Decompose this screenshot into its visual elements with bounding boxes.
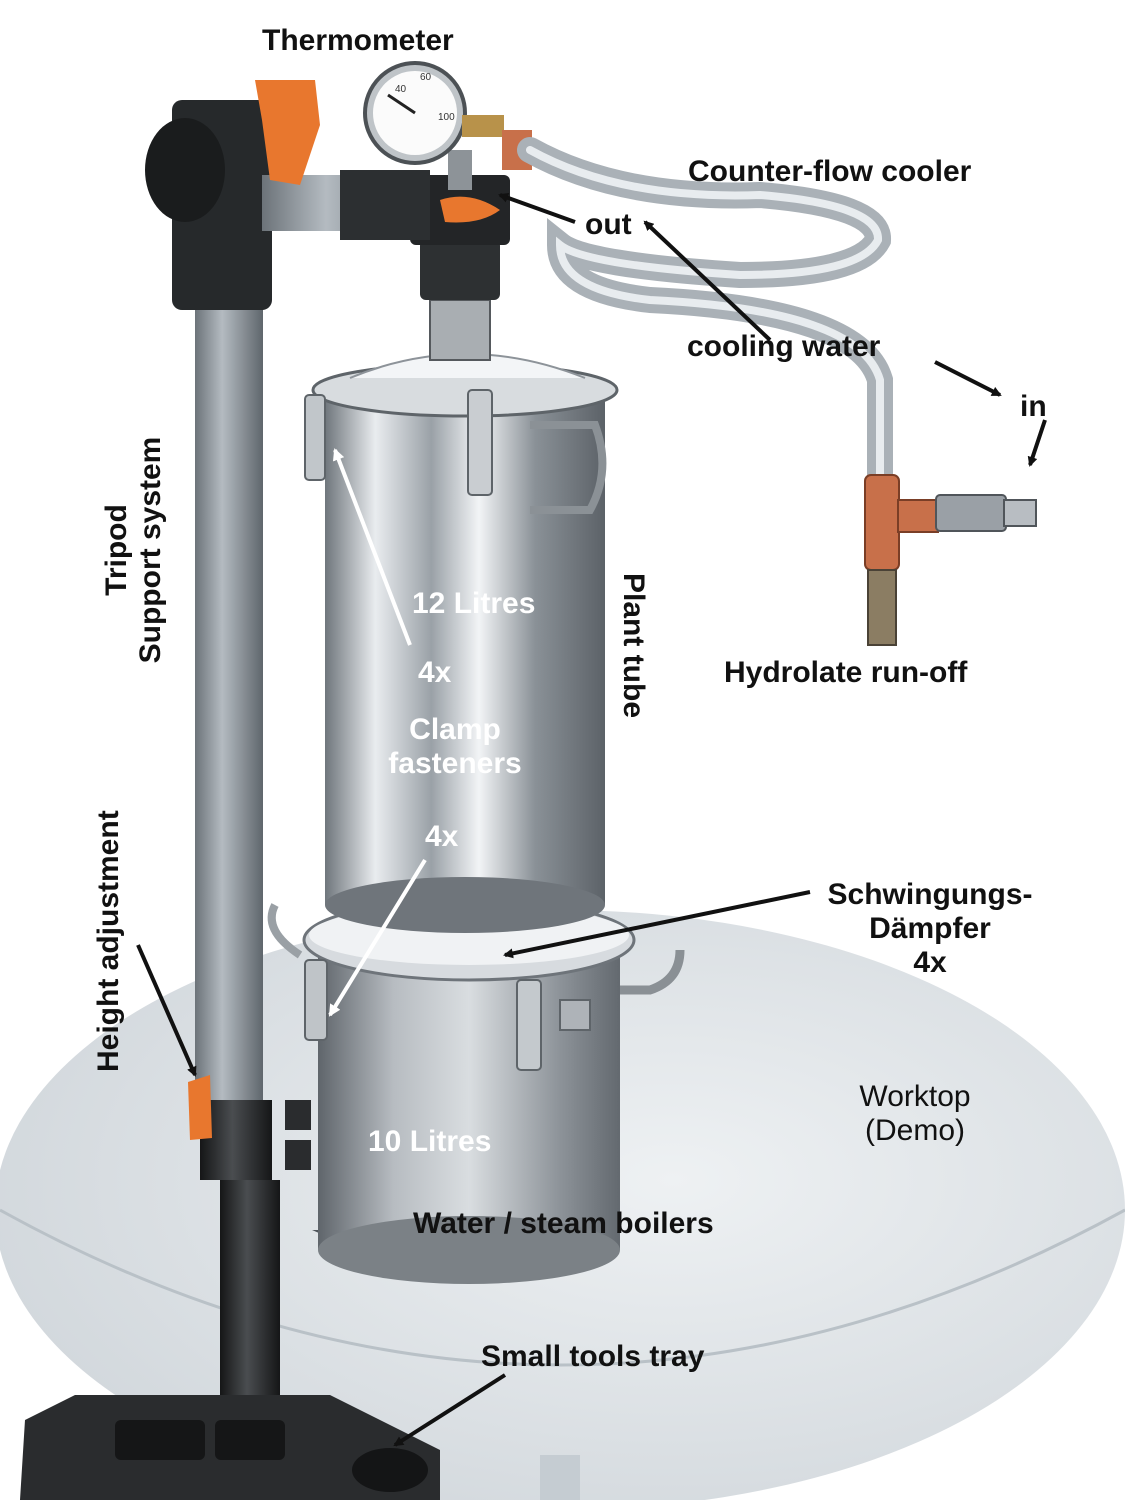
label-fasteners: fasteners	[388, 747, 522, 780]
annotation-arrows	[136, 193, 1047, 1447]
gauge-tick-label: 100	[438, 112, 455, 123]
label-worktop: Worktop (Demo)	[820, 1080, 1010, 1148]
thermometer-gauge: 40 60 100	[363, 61, 532, 190]
label-four-x-lower: 4x	[425, 820, 459, 853]
label-four-x-upper: 4x	[418, 656, 452, 689]
label-plant-tube: Plant tube	[617, 573, 650, 719]
label-out: out	[585, 208, 632, 241]
counter-flow-cooler-hose	[517, 137, 893, 493]
label-counter-flow-cooler: Counter-flow cooler	[688, 155, 972, 188]
label-schwingungs: Schwingungs-	[827, 878, 1033, 911]
small-tools-tray	[20, 1395, 440, 1500]
gauge-tick-label: 60	[420, 72, 432, 83]
t-piece-fitting	[864, 474, 1037, 646]
label-clamp: Clamp	[409, 713, 501, 746]
label-clamp-fasteners: Clamp fasteners	[355, 713, 555, 781]
label-daempfer: Dämpfer	[869, 912, 991, 945]
label-tripod-support-system: Tripod Support system	[100, 400, 168, 700]
label-water-steam-boilers: Water / steam boilers	[413, 1207, 714, 1240]
gauge-tick-label: 40	[395, 84, 407, 95]
plant-tube	[304, 353, 619, 933]
label-support-system: Support system	[134, 436, 167, 664]
label-worktop-line1: Worktop	[859, 1080, 971, 1113]
label-thermometer: Thermometer	[262, 24, 454, 57]
clamp-arrows	[328, 448, 427, 1017]
label-worktop-line2: (Demo)	[864, 1114, 965, 1147]
label-ten-litres: 10 Litres	[368, 1125, 492, 1158]
label-height-adjustment: Height adjustment	[92, 810, 125, 1072]
tripod-pole	[145, 100, 430, 1440]
label-daempfer-count: 4x	[913, 946, 947, 979]
label-hydrolate-run-off: Hydrolate run-off	[724, 656, 968, 689]
label-twelve-litres: 12 Litres	[412, 587, 536, 620]
label-small-tools-tray: Small tools tray	[481, 1340, 705, 1373]
label-tripod: Tripod	[100, 504, 133, 596]
label-cooling-water: cooling water	[687, 330, 881, 363]
label-in: in	[1020, 390, 1047, 423]
label-schwingungs-daempfer: Schwingungs- Dämpfer 4x	[790, 878, 1070, 980]
orange-knobs	[188, 80, 500, 1140]
